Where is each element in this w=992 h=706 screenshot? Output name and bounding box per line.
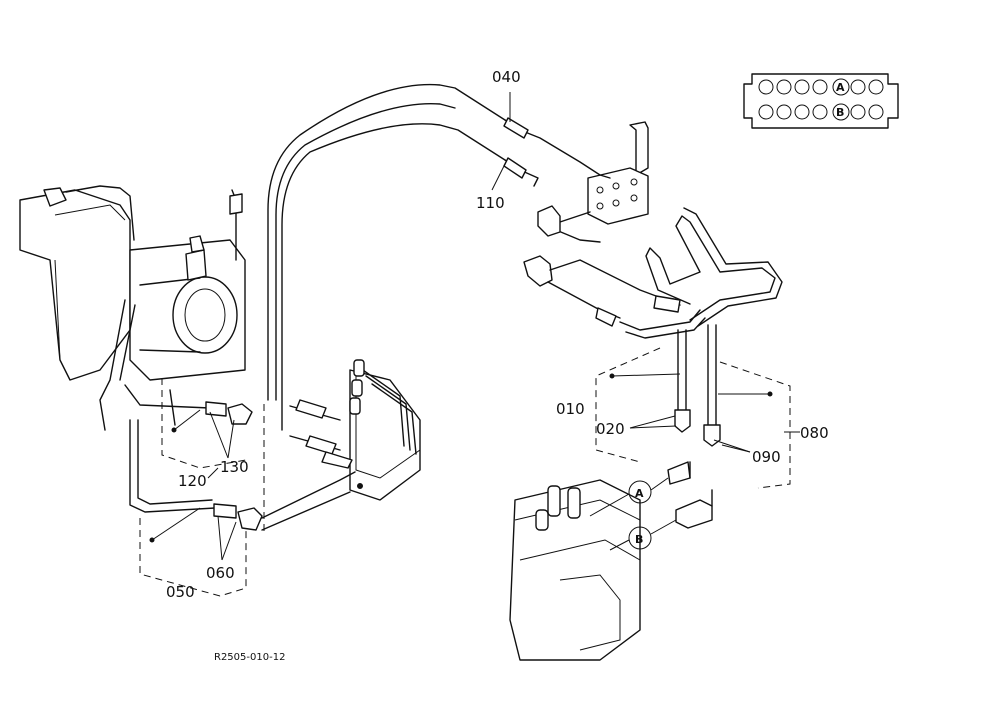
elbow-fittings [523,205,681,327]
dashed-groups-right [595,347,800,489]
callout-110: 110 [476,194,505,212]
port-a-marker [628,480,652,504]
drawing-code: R2505-010-12 [214,652,285,663]
callout-020: 020 [596,420,625,438]
callout-080: 080 [800,424,829,442]
port-b-label: B [635,533,643,546]
valve-port-inset: A B [743,73,899,129]
lower-left-piping [124,378,356,597]
part-callouts: 040 110 010 020 080 090 130 120 060 050 [166,68,829,601]
main-hose-loops [267,83,506,431]
manifold-bracket [555,121,649,243]
callout-090: 090 [752,448,781,466]
callout-120: 120 [178,472,207,490]
callout-040: 040 [492,68,521,86]
callout-060: 060 [206,564,235,582]
callout-050: 050 [166,583,195,601]
inset-port-a-label: A [836,81,845,94]
port-b-marker [628,526,652,550]
inset-port-b-label: B [836,106,844,119]
valve-levers [289,359,421,501]
port-a-label: A [635,487,644,500]
callout-130: 130 [220,458,249,476]
control-valve-bank: A B [509,461,713,661]
vertical-pipes [674,324,721,447]
leader-110 [491,163,506,191]
callout-010: 010 [556,400,585,418]
upper-hose-fittings [491,92,601,191]
tank-assembly [19,185,246,431]
pipe-loop [619,207,783,339]
